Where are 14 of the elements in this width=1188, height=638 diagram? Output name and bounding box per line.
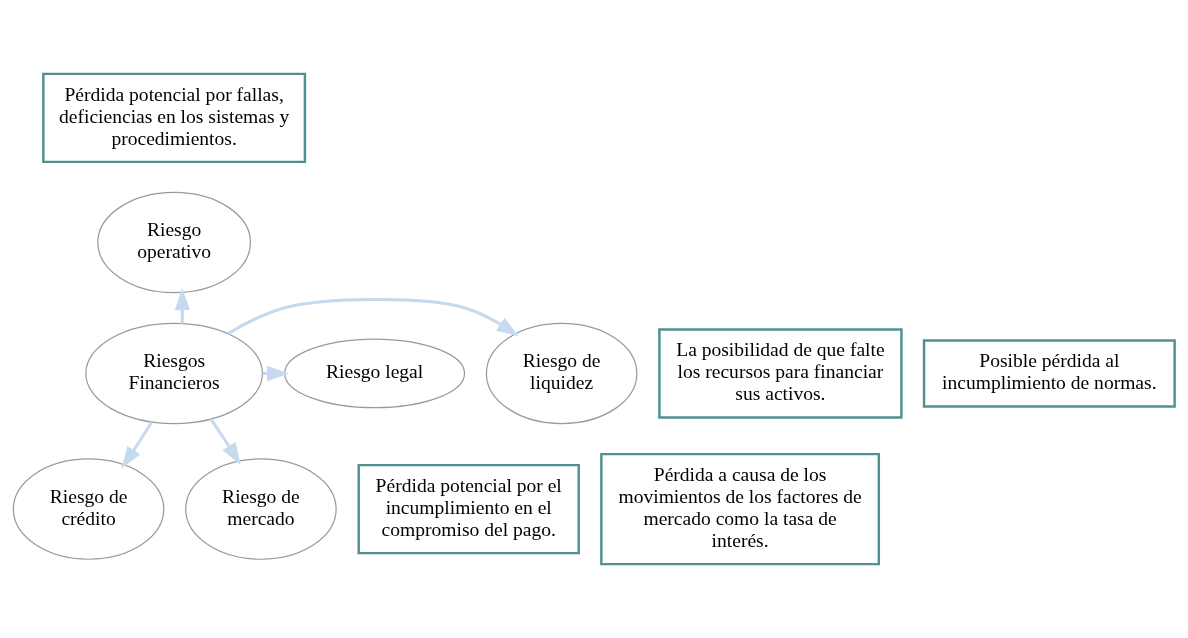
node-box: La posibilidad de que falte los recursos para financiar sus activos. (658, 328, 903, 419)
node-ellipse: Riesgos Financieros (85, 322, 264, 425)
arrow (209, 418, 241, 465)
node-box: Posible pérdida al incumplimiento de normas. (922, 339, 1176, 408)
arrow (121, 421, 153, 469)
node-ellipse: Riesgo operativo (97, 191, 252, 294)
node-ellipse: Riesgo legal (284, 338, 466, 409)
arrow (227, 298, 519, 337)
node-box: Pérdida potencial por fallas, deficiencias en los sistemas y procedimientos. (42, 72, 307, 164)
node-ellipse: Riesgo de mercado (185, 458, 337, 560)
node-box: Pérdida a causa de los movimientos de los factores de mercado como la tasa de interés. (600, 452, 881, 566)
node-box: Pérdida potencial por el incumplimiento en el compromiso del pago. (357, 463, 580, 555)
node-ellipse: Riesgo de liquidez (485, 322, 638, 425)
node-ellipse: Riesgo de crédito (12, 458, 165, 560)
